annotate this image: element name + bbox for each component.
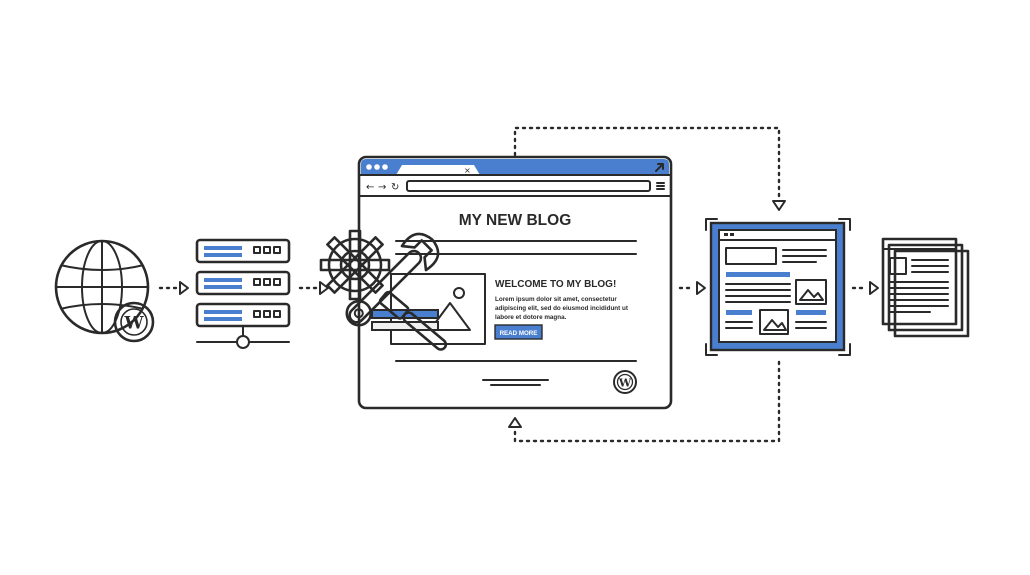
- flow-arrow-server-to-browser: [298, 281, 329, 295]
- reload-icon: ↻: [391, 182, 399, 193]
- feedback-loop-top: [513, 126, 786, 211]
- gear-wrench-screwdriver-icon: [319, 229, 448, 351]
- tab-close-icon: ×: [464, 166, 471, 175]
- wordpress-logo-icon: W: [113, 301, 155, 343]
- body-text-line-3: labore et dotore magna.: [495, 314, 567, 321]
- read-more-label[interactable]: READ MORE: [500, 330, 538, 337]
- svg-text:W: W: [618, 377, 632, 390]
- welcome-heading: WELCOME TO MY BLOG!: [495, 279, 616, 290]
- server-rack-icon: [195, 238, 291, 349]
- blog-title: MY NEW BLOG: [459, 212, 572, 229]
- read-more-button: [494, 324, 543, 340]
- flow-arrow-layout-to-pages: [851, 281, 879, 295]
- address-bar: [406, 180, 651, 192]
- forward-arrow-icon: →: [378, 182, 386, 193]
- page-layout-icon: [705, 218, 851, 356]
- flow-arrow-browser-to-layout: [678, 281, 706, 295]
- feedback-loop-bottom: [508, 360, 781, 443]
- menu-icon: [656, 182, 665, 190]
- back-arrow-icon: ←: [366, 182, 374, 193]
- flow-arrow-globe-to-server: [158, 281, 189, 295]
- svg-text:W: W: [123, 314, 144, 334]
- document-stack-icon: [881, 237, 970, 338]
- globe-icon: [54, 239, 150, 335]
- body-text-line-1: Lorem ipsum dolor sit amet, consectetur: [495, 296, 617, 303]
- body-text-line-2: adipiscing elit, sed do eiusmod incididu…: [495, 305, 629, 312]
